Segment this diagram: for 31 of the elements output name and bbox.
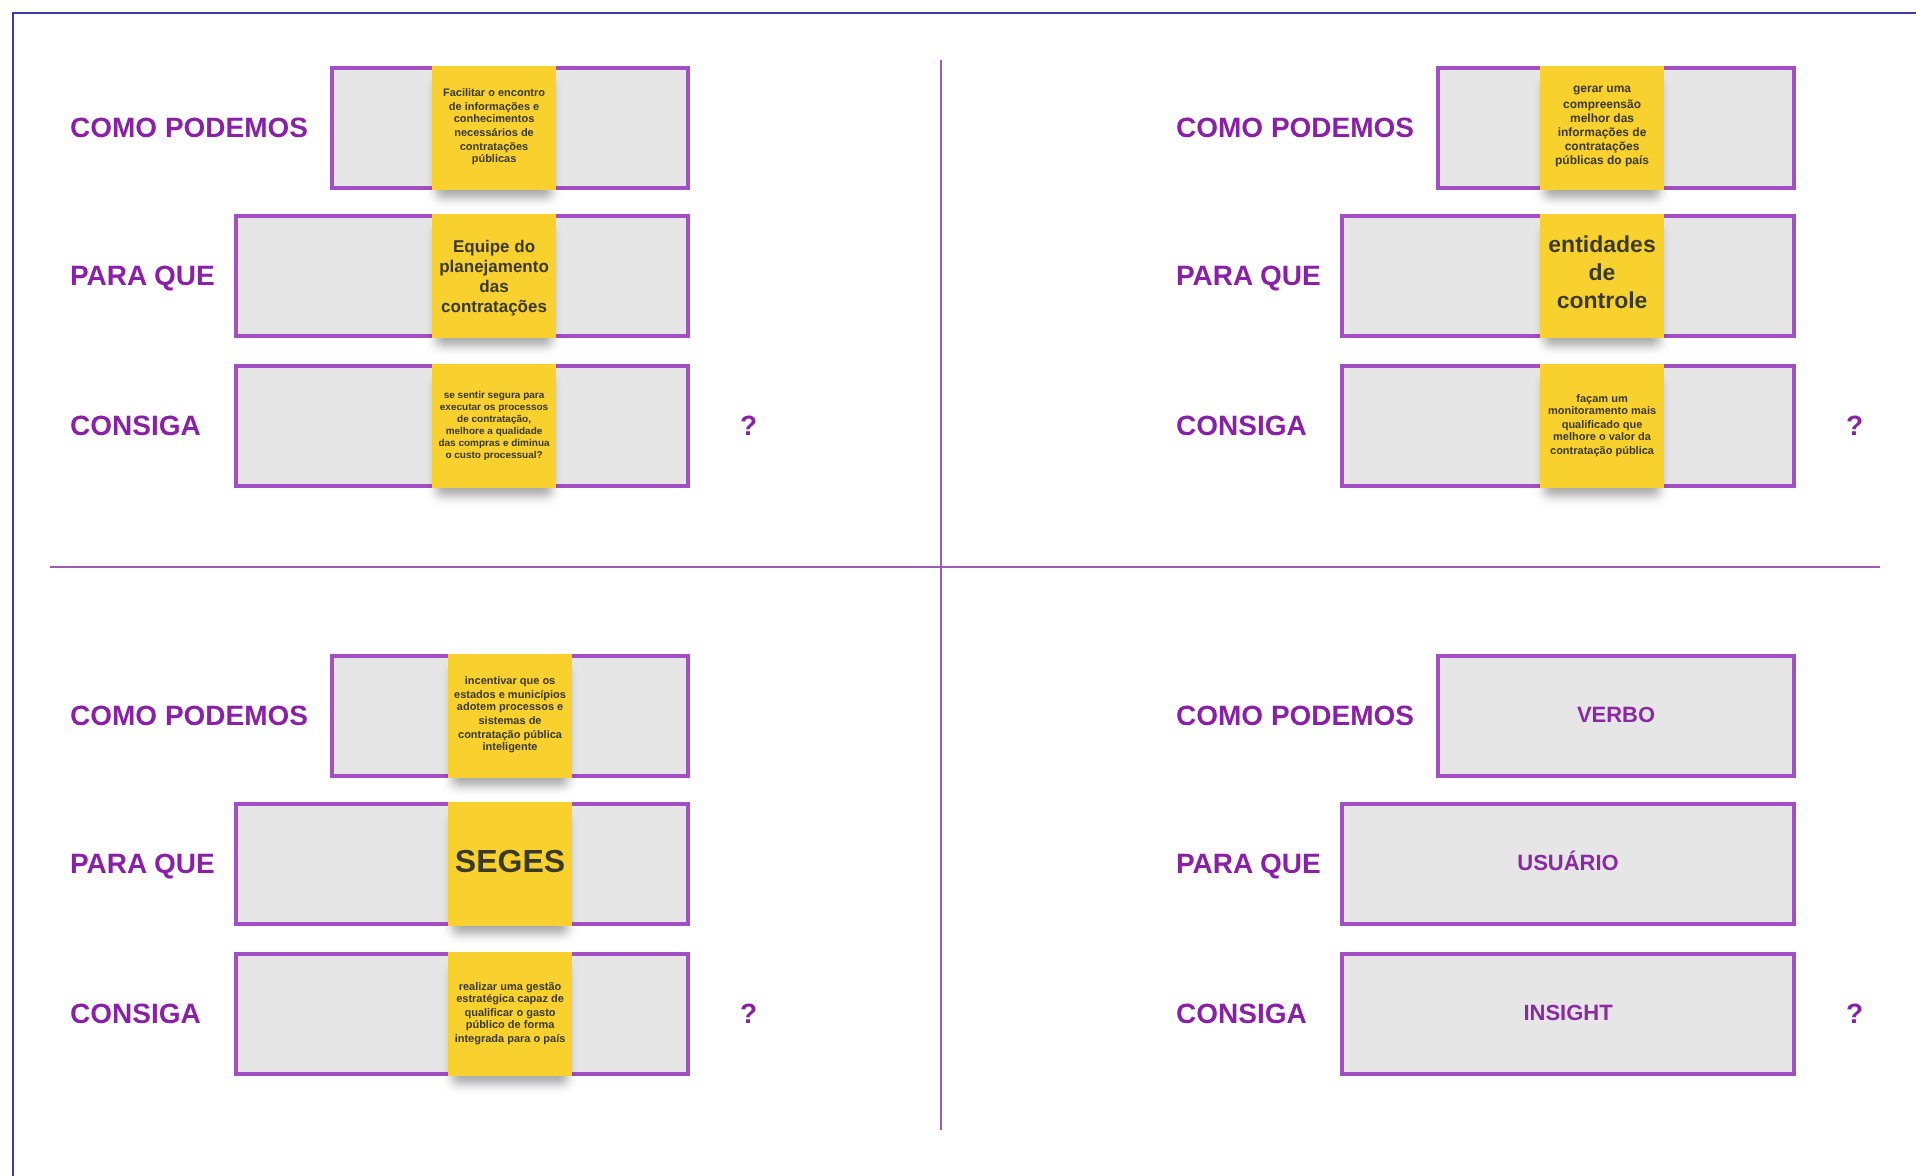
question-mark: ? xyxy=(740,407,758,445)
sticky-note: SEGES xyxy=(448,802,572,926)
empty-box xyxy=(234,952,690,1076)
empty-box xyxy=(234,364,690,488)
empty-box xyxy=(330,654,690,778)
empty-box xyxy=(234,802,690,926)
sticky-note: Equipe do planejamento das contratações xyxy=(432,214,556,338)
prompt-label: PARA QUE xyxy=(70,257,215,295)
input-box: VERBO xyxy=(1436,654,1796,778)
question-mark: ? xyxy=(1846,407,1864,445)
prompt-label: CONSIGA xyxy=(1176,995,1307,1033)
prompt-label: COMO PODEMOS xyxy=(70,109,309,147)
prompt-label: COMO PODEMOS xyxy=(1176,697,1415,735)
prompt-label: PARA QUE xyxy=(1176,257,1321,295)
question-mark: ? xyxy=(740,995,758,1033)
prompt-label: PARA QUE xyxy=(1176,845,1321,883)
empty-box xyxy=(1340,364,1796,488)
empty-box xyxy=(1340,214,1796,338)
empty-box xyxy=(234,214,690,338)
prompt-label: CONSIGA xyxy=(70,407,201,445)
prompt-label: CONSIGA xyxy=(70,995,201,1033)
sticky-note: entidades de controle xyxy=(1540,214,1664,338)
prompt-label: CONSIGA xyxy=(1176,407,1307,445)
prompt-label: PARA QUE xyxy=(70,845,215,883)
input-box: INSIGHT xyxy=(1340,952,1796,1076)
prompt-label: COMO PODEMOS xyxy=(1176,109,1415,147)
prompt-label: COMO PODEMOS xyxy=(70,697,309,735)
input-box: USUÁRIO xyxy=(1340,802,1796,926)
empty-box xyxy=(1436,66,1796,190)
empty-box xyxy=(330,66,690,190)
question-mark: ? xyxy=(1846,995,1864,1033)
